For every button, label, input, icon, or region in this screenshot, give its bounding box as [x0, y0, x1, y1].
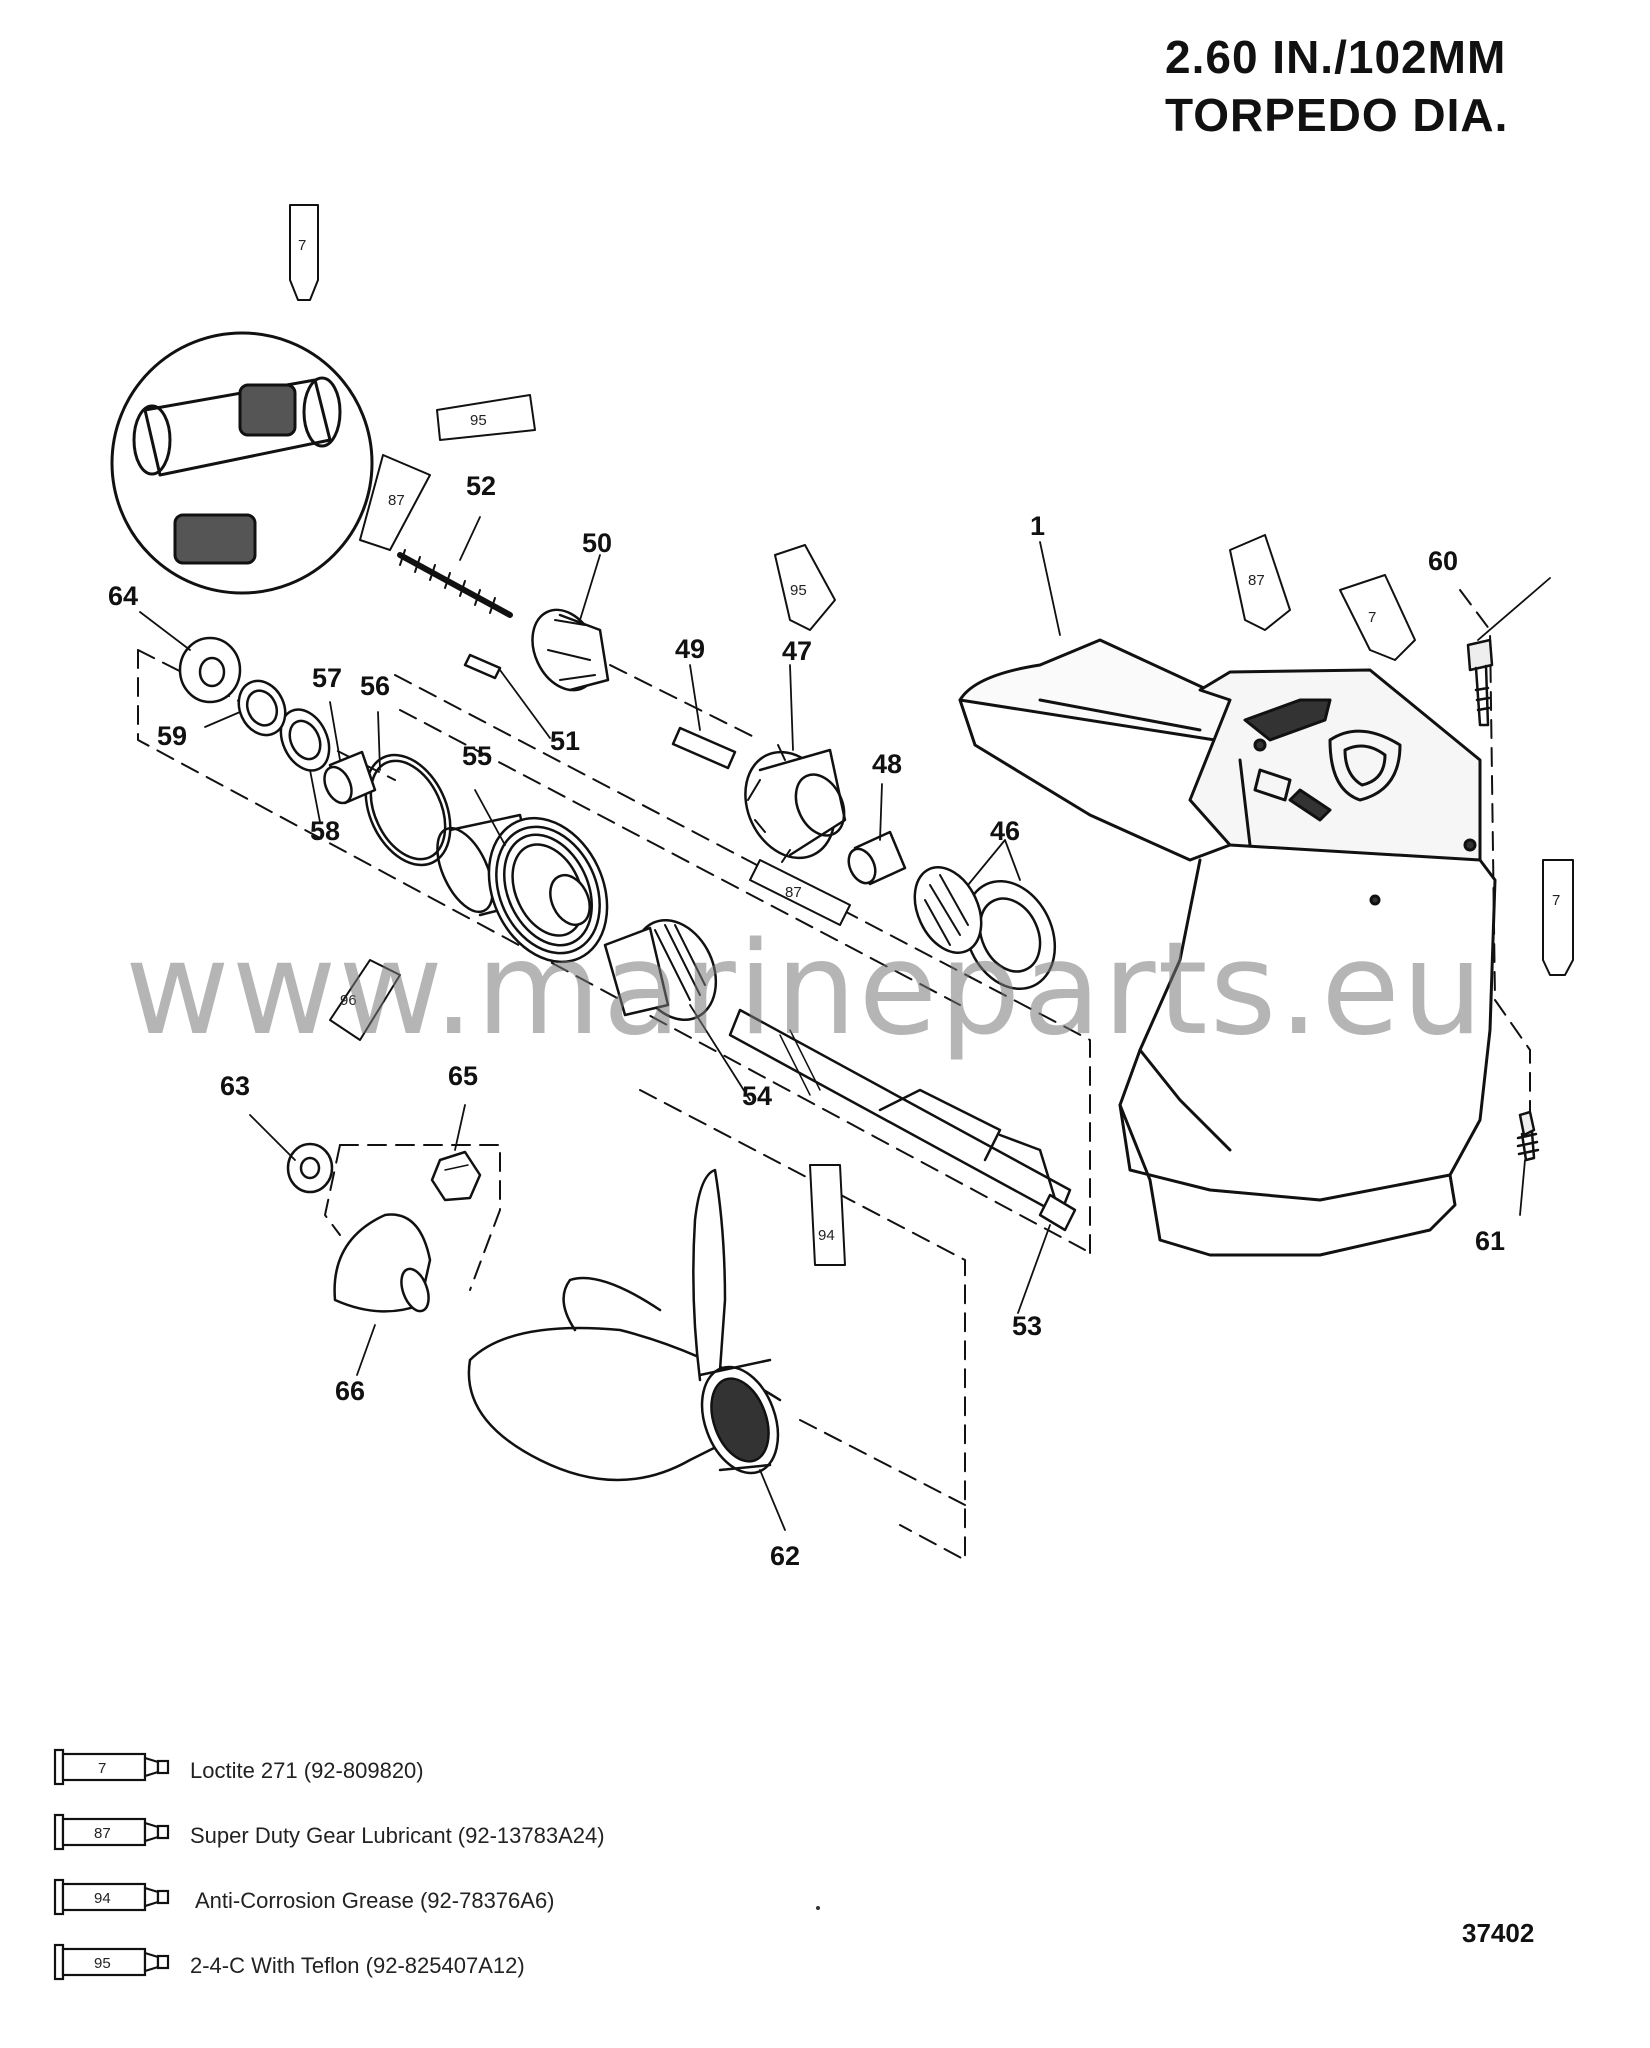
- callout-53: 53: [1012, 1311, 1042, 1341]
- nut-part-63: [286, 1142, 334, 1194]
- tube-label: 94: [818, 1227, 835, 1244]
- diagram-title-line-1: 2.60 IN./102MM: [1165, 31, 1507, 83]
- spacer-part-59: [237, 679, 287, 737]
- tube-label: 87: [388, 492, 405, 509]
- tube-label: 95: [790, 582, 807, 599]
- screw-part-60: [1466, 638, 1494, 727]
- tube-label: 87: [1248, 572, 1265, 589]
- shift-spring-part-52: [397, 549, 513, 618]
- callout-61: 61: [1475, 1226, 1505, 1256]
- drawing-number: 37402: [1462, 1918, 1535, 1948]
- tube-label: 96: [340, 992, 357, 1009]
- callout-60: 60: [1428, 546, 1458, 576]
- callout-63: 63: [220, 1071, 250, 1101]
- callout-59: 59: [157, 721, 187, 751]
- screw-part-61: [1516, 1110, 1540, 1162]
- legend-row: Anti-Corrosion Grease (92-78376A6): [52, 1882, 772, 1926]
- legend-row: Loctite 271 (92-809820): [52, 1752, 772, 1796]
- tube-label: 7: [1552, 892, 1560, 909]
- watermark-text: www.marineparts.eu: [125, 915, 1485, 1064]
- callout-47: 47: [782, 636, 812, 666]
- retainer-nut-part-64: [178, 636, 242, 704]
- o-ring-part-56: [364, 753, 452, 867]
- callout-64: 64: [108, 581, 138, 611]
- tube-label: 87: [785, 884, 802, 901]
- callout-46: 46: [990, 816, 1020, 846]
- tube-icon-7: [53, 1748, 170, 1786]
- callout-57: 57: [312, 663, 342, 693]
- tube-label: 7: [298, 237, 306, 254]
- detail-inset-bubble: [110, 331, 374, 595]
- callout-65: 65: [448, 1061, 478, 1091]
- legend-code: 95: [94, 1955, 111, 1972]
- callout-66: 66: [335, 1376, 365, 1406]
- pin-part-51: [463, 653, 502, 680]
- legend-text: Anti-Corrosion Grease (92-78376A6): [195, 1888, 555, 1913]
- propeller-shaft-part-53: [728, 1008, 1077, 1232]
- leader-lines: [139, 516, 1551, 1531]
- callout-50: 50: [582, 528, 612, 558]
- callout-1: 1: [1030, 511, 1045, 541]
- callout-51: 51: [550, 726, 580, 756]
- gear-housing-part-1: [958, 638, 1497, 1257]
- callout-54: 54: [742, 1081, 772, 1111]
- tube-icon-95: [53, 1943, 170, 1981]
- callout-49: 49: [675, 634, 705, 664]
- bearing-part-46: [913, 866, 1057, 991]
- cross-pin-part-49: [671, 726, 737, 770]
- propeller-part-62: [467, 1168, 782, 1482]
- callout-56: 56: [360, 671, 390, 701]
- callout-55: 55: [462, 741, 492, 771]
- tube-label: 95: [470, 412, 487, 429]
- diagram-title-line-2: TORPEDO DIA.: [1165, 89, 1509, 141]
- seal-part-58: [279, 708, 331, 772]
- tube-labels: 7 95 87 95 87 7 87 7 96 94: [298, 237, 1560, 1244]
- legend-text: Loctite 271 (92-809820): [190, 1758, 424, 1783]
- callout-62: 62: [770, 1541, 800, 1571]
- part-callouts: 1 46 47 48 49 50 51 52 53 54 55 56 57 58…: [108, 471, 1505, 1571]
- legend-row: 2-4-C With Teflon (92-825407A12): [52, 1947, 772, 1991]
- callout-52: 52: [466, 471, 496, 501]
- reverse-gear-part-54: [603, 918, 718, 1022]
- bearing-carrier-part-55: [436, 813, 609, 964]
- legend-code: 87: [94, 1825, 111, 1842]
- tube-icon-94: [53, 1878, 170, 1916]
- callout-58: 58: [310, 816, 340, 846]
- legend-text: 2-4-C With Teflon (92-825407A12): [190, 1953, 525, 1978]
- bearing-part-57: [323, 750, 377, 805]
- legend-tube-codes: 7 87 94 95: [94, 1760, 111, 1972]
- legend-tube-icons: [53, 1748, 170, 1981]
- clutch-part-50: [531, 608, 610, 692]
- tube-icon-87: [53, 1813, 170, 1851]
- lubricant-tubes: [289, 204, 1574, 1266]
- legend-code: 94: [94, 1890, 111, 1907]
- legend-text: Super Duty Gear Lubricant (92-13783A24): [190, 1823, 605, 1848]
- legend-row: Super Duty Gear Lubricant (92-13783A24): [52, 1817, 772, 1861]
- callout-48: 48: [872, 749, 902, 779]
- legend-code: 7: [98, 1760, 106, 1777]
- propeller-nut-cone-part-66: [333, 1213, 432, 1313]
- nut-part-65: [430, 1150, 482, 1202]
- tube-label: 7: [1368, 609, 1376, 626]
- forward-gear-part-47: [744, 744, 847, 863]
- needle-bearing-part-48: [847, 830, 907, 886]
